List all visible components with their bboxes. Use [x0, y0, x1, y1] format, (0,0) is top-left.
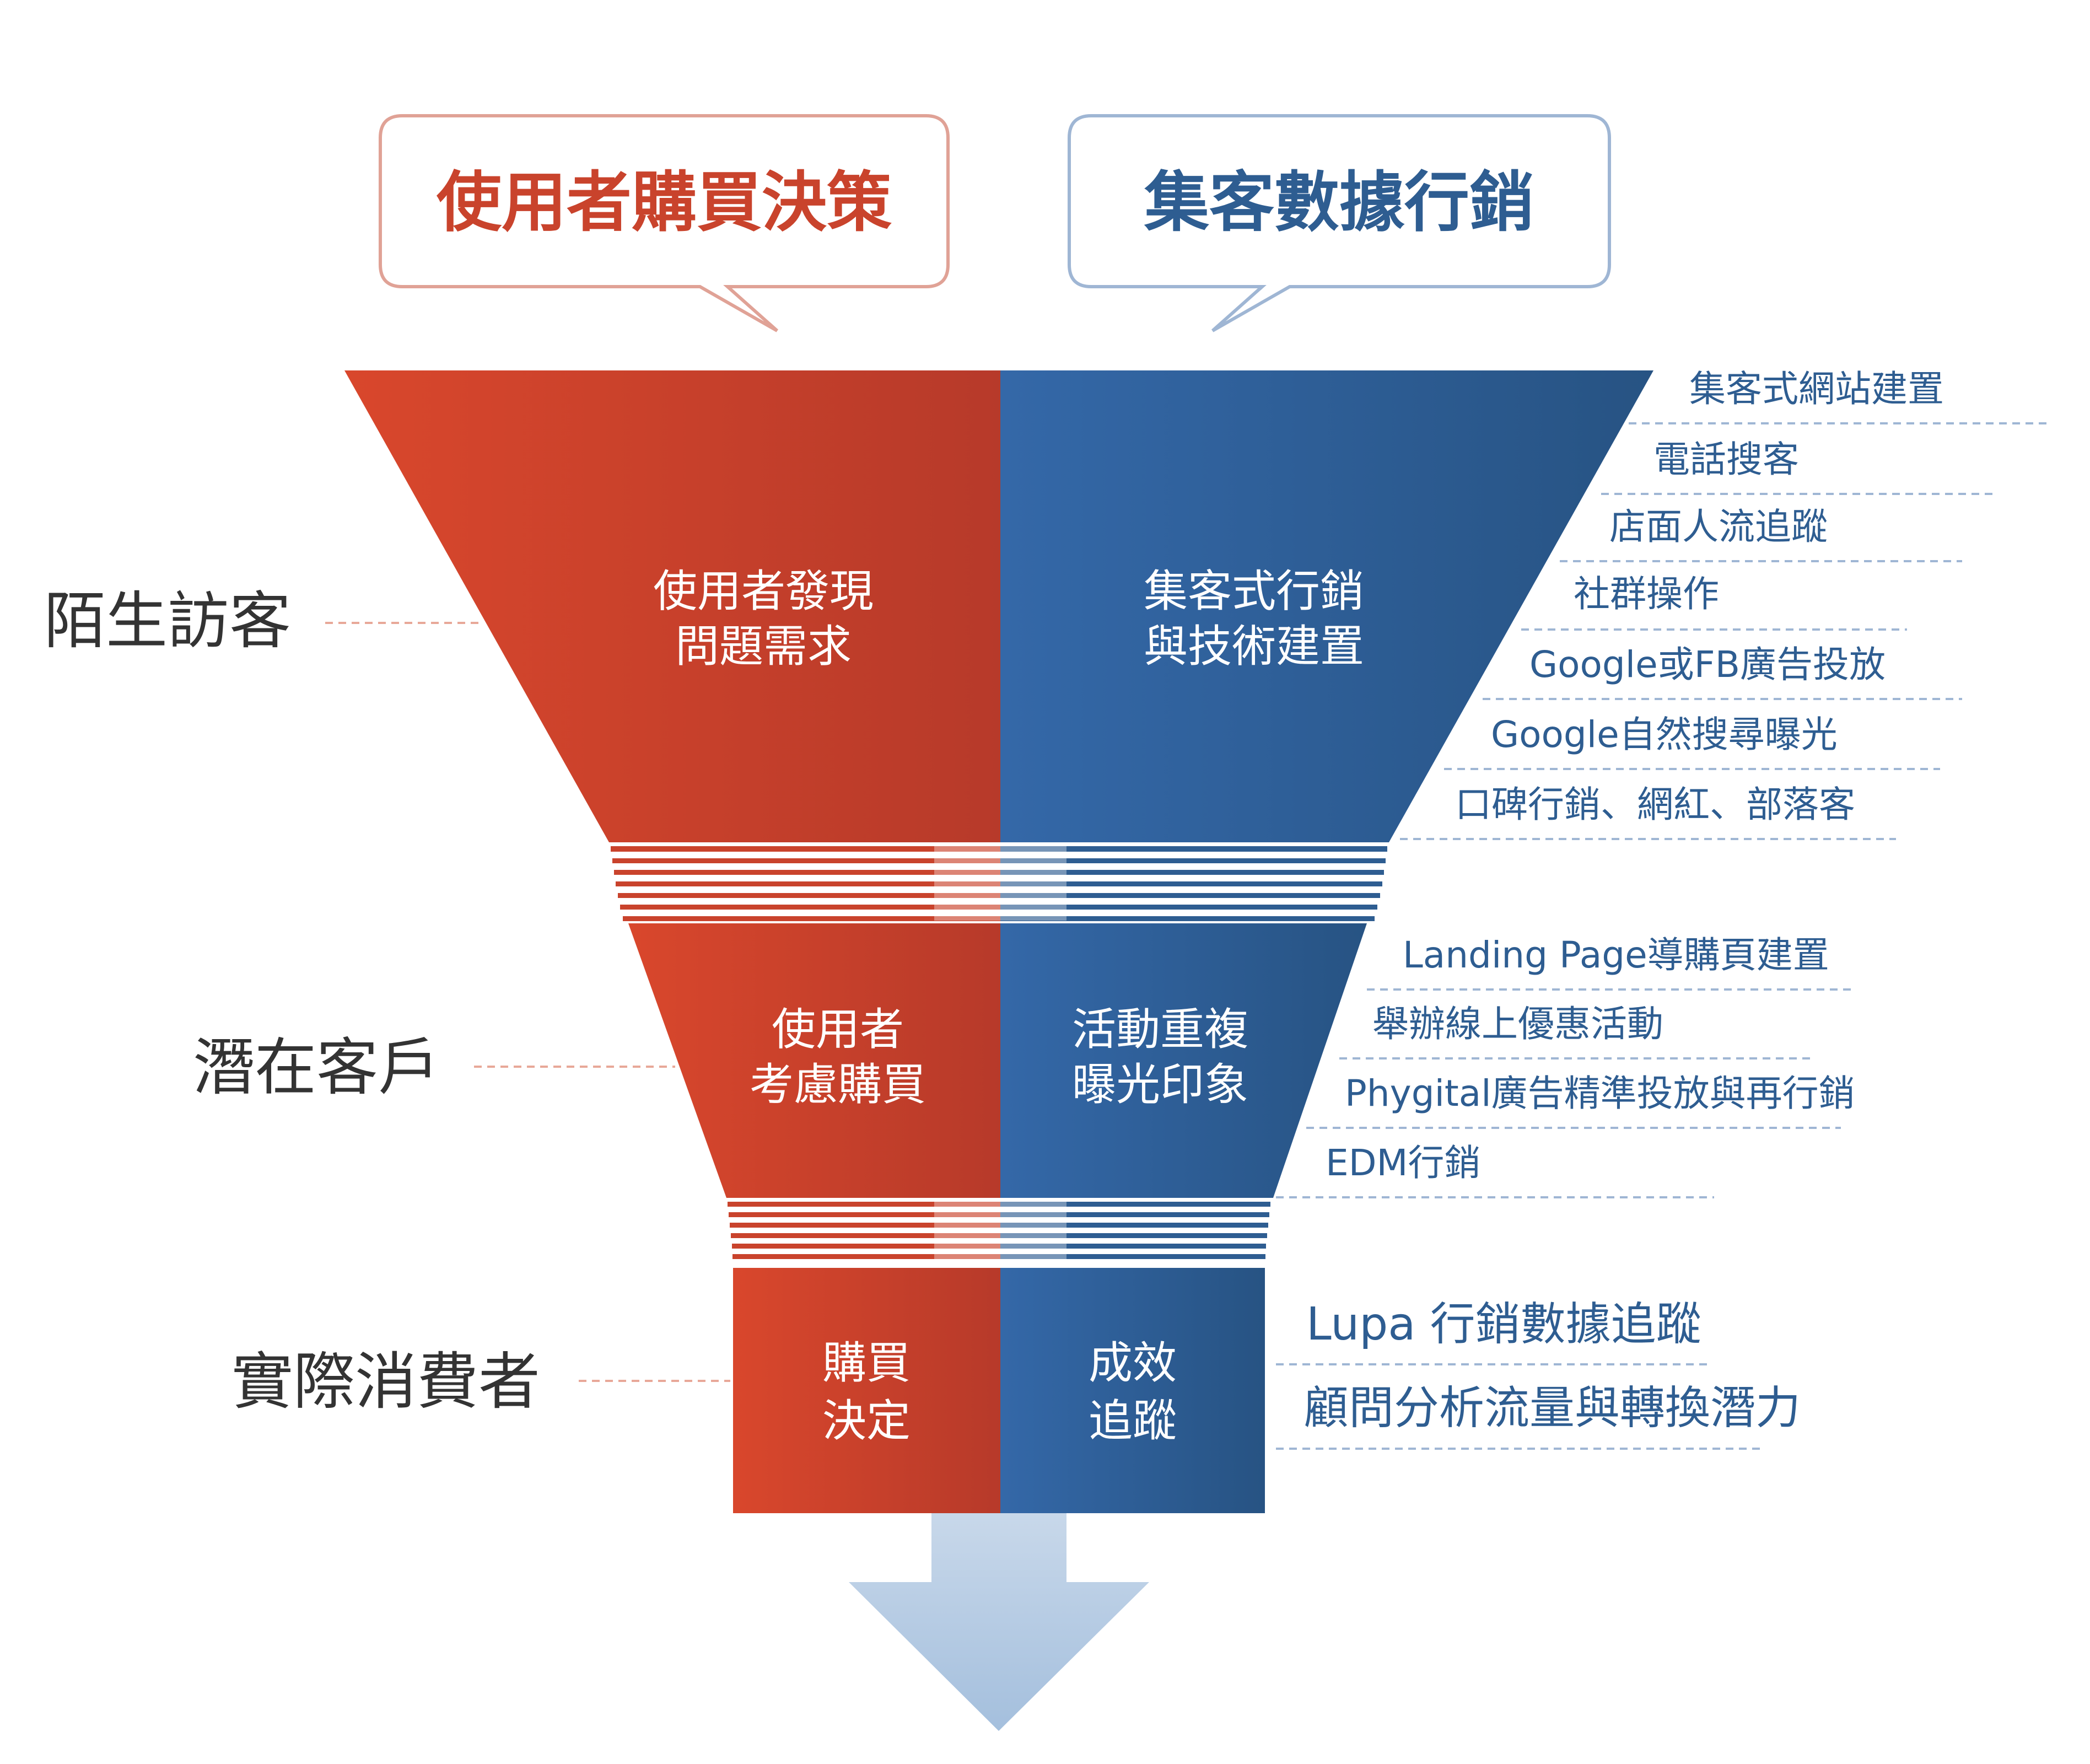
stage-2-right-line-1: 活動重複 — [1072, 1004, 1248, 1055]
stage-2-left-line-1: 使用者 — [772, 1004, 904, 1055]
stage-2-right-section — [1000, 923, 1367, 1198]
stage-1-left-section — [344, 370, 1000, 842]
stage-2-left-section — [628, 923, 1000, 1198]
stripe-band-2 — [728, 1202, 1270, 1260]
tactic-item: Google或FB廣告投放 — [1529, 643, 1886, 686]
stage-label-visitor: 陌生訪客 — [44, 585, 480, 657]
stage-1-right-line-1: 集客式行銷 — [1144, 566, 1364, 617]
bubble-data-marketing: 集客數據行銷 — [1068, 114, 1611, 332]
stage-3-left-line-1: 購買 — [822, 1337, 911, 1389]
stage-3-left-section — [733, 1268, 1000, 1513]
funnel-stage-2 — [628, 923, 1367, 1198]
tactic-item: 口碑行銷、網紅、部落客 — [1455, 783, 1855, 826]
stage-label-customer-text: 實際消費者 — [231, 1346, 540, 1418]
stage-label-prospect-text: 潛在客戶 — [193, 1032, 440, 1104]
stage-3-right-section — [1000, 1268, 1265, 1513]
stage-1-right-line-2: 與技術建置 — [1144, 621, 1364, 672]
stripe-band-1 — [611, 846, 1387, 921]
bubble-data-marketing-title: 集客數據行銷 — [1144, 164, 1534, 240]
stage-3-left-line-2: 決定 — [822, 1395, 911, 1446]
tactics-stage-1: 集客式網站建置 電話搜客 店面人流追蹤 社群操作 Google或FB廣告投放 G… — [1400, 368, 2050, 840]
tactics-stage-2: Landing Page導購頁建置 舉辦線上優惠活動 Phygital廣告精準投… — [1276, 934, 1855, 1198]
tactic-item: Lupa 行銷數據追蹤 — [1306, 1298, 1701, 1351]
tactic-item: 顧問分析流量與轉換潛力 — [1303, 1382, 1801, 1434]
stage-1-left-line-1: 使用者發現 — [653, 566, 874, 617]
stage-label-visitor-text: 陌生訪客 — [44, 585, 291, 657]
stage-1-left-line-2: 問題需求 — [675, 621, 852, 672]
stage-label-prospect: 潛在客戶 — [193, 1032, 675, 1104]
tactic-item: Landing Page導購頁建置 — [1403, 934, 1829, 976]
stage-3-right-line-2: 追蹤 — [1089, 1395, 1177, 1446]
funnel-stage-3 — [733, 1268, 1265, 1513]
stage-2-left-line-2: 考慮購買 — [750, 1059, 926, 1110]
tactic-item: Google自然搜尋曝光 — [1491, 713, 1838, 756]
tactic-item: 電話搜客 — [1653, 438, 1799, 481]
tactic-item: 店面人流追蹤 — [1609, 505, 1828, 548]
tactics-stage-3: Lupa 行銷數據追蹤 顧問分析流量與轉換潛力 — [1276, 1298, 1801, 1450]
tactic-item: 舉辦線上優惠活動 — [1372, 1003, 1663, 1045]
bubble-user-decision: 使用者購買決策 — [379, 114, 950, 332]
tactic-item: 集客式網站建置 — [1689, 368, 1944, 410]
down-arrow-icon — [849, 1513, 1149, 1731]
tactic-item: 社群操作 — [1574, 573, 1719, 615]
stage-1-right-section — [1000, 370, 1653, 842]
stage-2-right-line-2: 曝光印象 — [1072, 1059, 1248, 1110]
bubble-user-decision-title: 使用者購買決策 — [437, 164, 892, 240]
stage-label-customer: 實際消費者 — [231, 1346, 730, 1418]
tactic-item: EDM行銷 — [1326, 1142, 1480, 1184]
stage-3-right-line-1: 成效 — [1089, 1337, 1177, 1389]
tactic-item: Phygital廣告精準投放與再行銷 — [1345, 1072, 1855, 1115]
funnel-stage-1 — [344, 370, 1653, 842]
